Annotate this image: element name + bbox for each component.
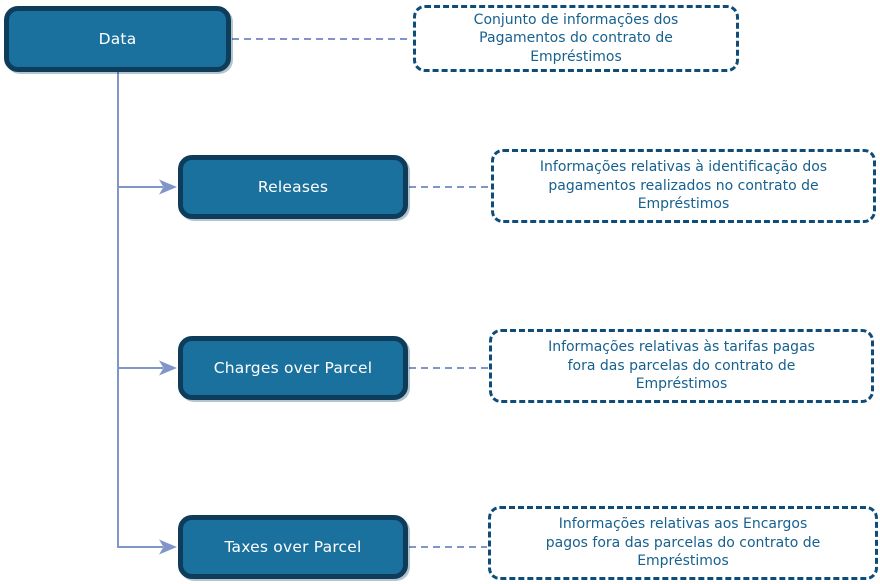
annotation-taxes-line: Informações relativas aos Encargos [558, 516, 808, 533]
annotation-charges-line: Informações relativas às tarifas pagas [548, 339, 815, 356]
annotation-data-line: Empréstimos [530, 48, 622, 65]
node-taxes-over-parcel-label: Taxes over Parcel [224, 538, 362, 556]
annotation-data: Conjunto de informações dos Pagamentos d… [413, 5, 739, 72]
arrowhead-taxes-icon [159, 539, 177, 555]
annotation-charges-line: fora das parcelas do contrato de [567, 357, 796, 374]
arrowhead-releases-icon [159, 179, 177, 195]
annotation-releases-line: Informações relativas à identificação do… [539, 159, 828, 176]
annotation-data-line: Conjunto de informações dos [473, 11, 679, 28]
annotation-releases-line: Empréstimos [637, 196, 730, 213]
annotation-taxes-line: Empréstimos [637, 553, 729, 570]
annotation-charges-line: Empréstimos [635, 376, 728, 393]
annotation-taxes-over-parcel: Informações relativas aos Encargos pagos… [488, 506, 878, 580]
annotation-data-line: Pagamentos do contrato de [479, 30, 673, 47]
node-taxes-over-parcel[interactable]: Taxes over Parcel [178, 515, 408, 579]
node-data[interactable]: Data [4, 6, 231, 72]
node-charges-over-parcel-label: Charges over Parcel [213, 359, 373, 377]
arrowhead-charges-icon [159, 360, 177, 376]
node-charges-over-parcel[interactable]: Charges over Parcel [178, 336, 408, 400]
annotation-releases-line: pagamentos realizados no contrato de [548, 177, 819, 194]
node-releases[interactable]: Releases [178, 155, 408, 219]
annotation-charges-over-parcel: Informações relativas às tarifas pagas f… [489, 329, 874, 403]
annotation-taxes-line: pagos fora das parcelas do contrato de [545, 534, 821, 551]
annotation-releases: Informações relativas à identificação do… [491, 149, 876, 223]
connector-trunk [117, 71, 163, 548]
node-releases-label: Releases [257, 178, 329, 196]
node-data-label: Data [98, 30, 137, 48]
